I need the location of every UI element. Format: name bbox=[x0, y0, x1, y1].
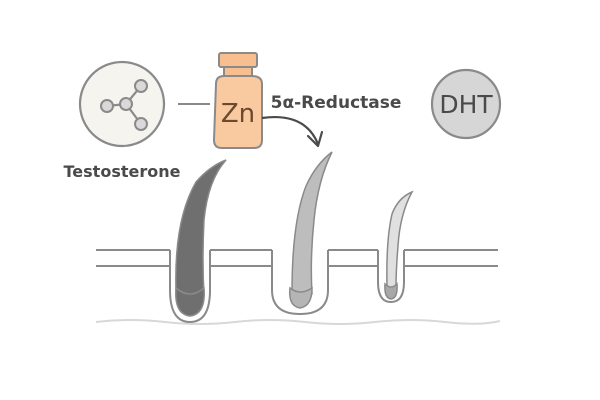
molecule-icon bbox=[100, 79, 148, 131]
hair-bulb-3 bbox=[384, 282, 398, 300]
vial-cap bbox=[218, 52, 258, 68]
dht-circle bbox=[430, 68, 502, 140]
thick-hair-follicle-icon bbox=[169, 159, 227, 324]
dht-molecule bbox=[430, 68, 502, 140]
vial-neck bbox=[223, 66, 253, 77]
skin-surface bbox=[96, 249, 498, 267]
miniaturizing-hair-follicle-icon bbox=[271, 151, 333, 316]
zinc-label: Zn bbox=[221, 99, 255, 129]
follicle-sheath-3 bbox=[377, 250, 405, 304]
hair-shaft-3 bbox=[386, 190, 414, 291]
curved-arrow-icon bbox=[261, 116, 324, 148]
supplement-vial-icon bbox=[212, 52, 263, 149]
hair-bulb-2 bbox=[288, 286, 313, 309]
hair-shaft-2 bbox=[291, 151, 333, 299]
enzyme-label: 5α-Reductase bbox=[271, 93, 402, 113]
hair-bulb-1 bbox=[175, 286, 205, 317]
follicle-sheath-1 bbox=[169, 250, 211, 324]
follicle-sheath-2 bbox=[271, 250, 329, 316]
testosterone-label: Testosterone bbox=[64, 162, 181, 181]
skin-wave-line bbox=[95, 319, 501, 325]
vial-body bbox=[212, 75, 263, 149]
hair-shaft-1 bbox=[175, 159, 227, 301]
thin-hair-follicle-icon bbox=[377, 190, 414, 304]
testosterone-molecule bbox=[78, 60, 166, 148]
dht-label: DHT bbox=[439, 90, 493, 119]
